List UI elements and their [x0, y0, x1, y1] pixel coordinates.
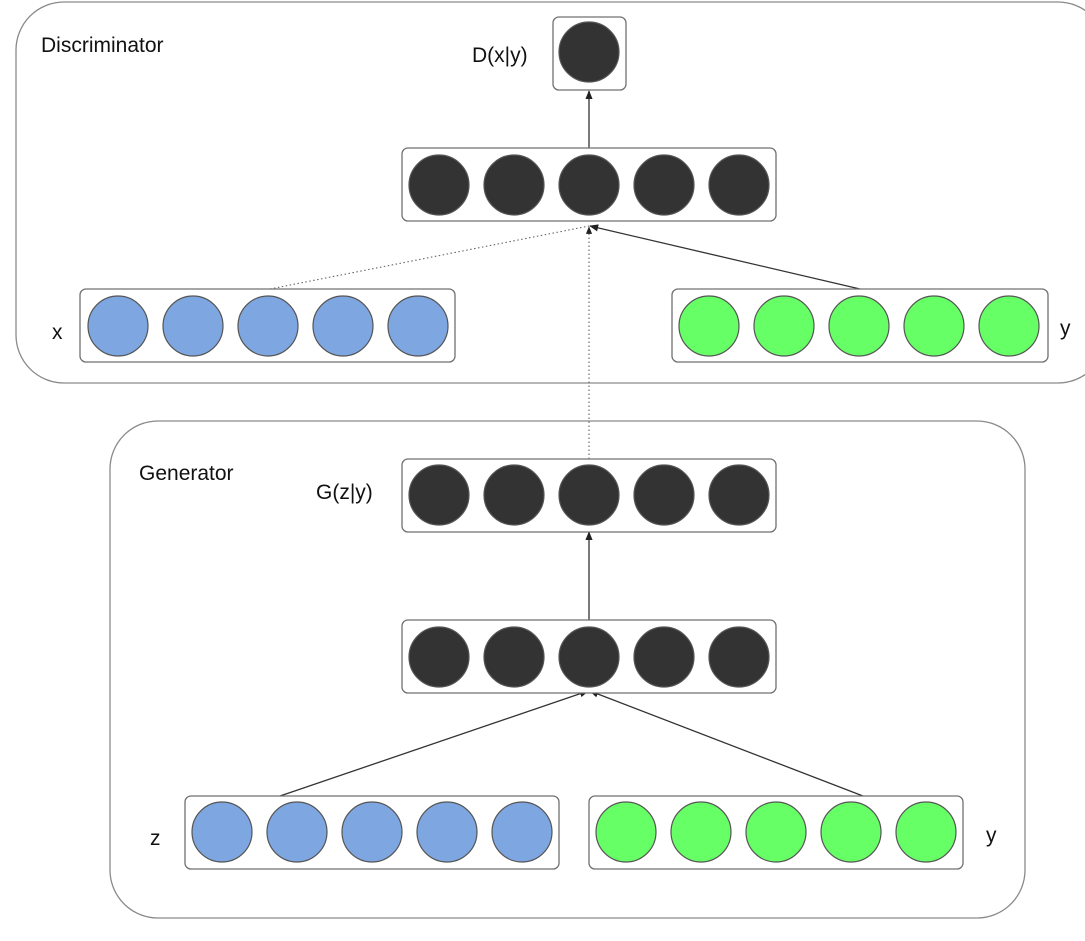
- gen-output-node: [708, 464, 770, 526]
- gen-output-node: [633, 464, 695, 526]
- edge-gen-y-to-hidden: [589, 690, 864, 797]
- disc-input-y-node: [903, 295, 965, 357]
- disc-output-node: [558, 21, 620, 83]
- disc-input-x-node: [162, 295, 224, 357]
- disc-hidden-node: [633, 154, 695, 216]
- disc-input-y-label: y: [1060, 317, 1071, 340]
- gen-output-label: G(z|y): [316, 481, 373, 504]
- gen-input-y-node: [745, 801, 807, 863]
- disc-input-y-node: [753, 295, 815, 357]
- gen-input-y-node: [595, 801, 657, 863]
- gen-hidden-node: [633, 626, 695, 688]
- gen-input-z-node: [491, 801, 553, 863]
- gen-input-y-label: y: [986, 824, 997, 847]
- gen-input-y-node: [895, 801, 957, 863]
- disc-input-x-label: x: [52, 321, 63, 344]
- disc-hidden-node: [708, 154, 770, 216]
- edge-disc-y-to-hidden: [589, 224, 861, 290]
- edges: [269, 90, 864, 797]
- disc-input-x-node: [87, 295, 149, 357]
- gen-input-z-node: [416, 801, 478, 863]
- gen-input-z-node: [266, 801, 328, 863]
- disc-input-y-node: [978, 295, 1040, 357]
- disc-output-label: D(x|y): [472, 44, 528, 67]
- gen-hidden-node: [483, 626, 545, 688]
- disc-input-y-node: [828, 295, 890, 357]
- gen-input-z-label: z: [150, 827, 161, 850]
- gen-input-z-node: [191, 801, 253, 863]
- disc-input-x-node: [312, 295, 374, 357]
- nodes: [87, 21, 1040, 863]
- generator-title: Generator: [139, 462, 234, 485]
- gen-input-z-node: [341, 801, 403, 863]
- gen-output-node: [408, 464, 470, 526]
- gen-hidden-node: [558, 626, 620, 688]
- disc-hidden-node: [483, 154, 545, 216]
- disc-input-y-node: [678, 295, 740, 357]
- disc-hidden-node: [408, 154, 470, 216]
- gen-hidden-node: [708, 626, 770, 688]
- gen-output-node: [483, 464, 545, 526]
- discriminator-title: Discriminator: [41, 34, 164, 57]
- gen-hidden-node: [408, 626, 470, 688]
- edge-gen-z-to-hidden: [279, 690, 589, 797]
- disc-hidden-node: [558, 154, 620, 216]
- gen-output-node: [558, 464, 620, 526]
- gen-input-y-node: [670, 801, 732, 863]
- gen-input-y-node: [820, 801, 882, 863]
- disc-input-x-node: [387, 295, 449, 357]
- disc-input-x-node: [237, 295, 299, 357]
